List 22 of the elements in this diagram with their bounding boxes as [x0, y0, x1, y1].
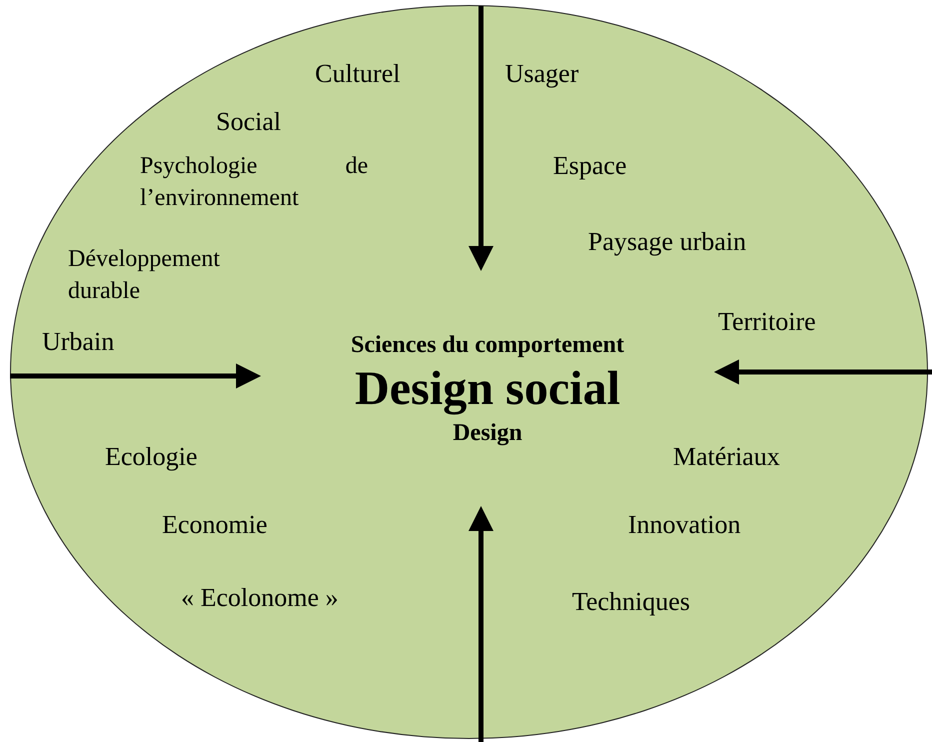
text-label: « Ecolonome »	[181, 582, 338, 614]
text-label: Urbain	[42, 326, 114, 358]
arrow	[714, 360, 932, 384]
text-label: Social	[216, 106, 281, 138]
text-label: Usager	[505, 58, 579, 90]
arrow	[10, 364, 261, 388]
text-label: Paysage urbain	[588, 226, 746, 258]
text-label: Culturel	[315, 58, 400, 90]
text-label: Matériaux	[673, 441, 780, 473]
arrow	[468, 506, 494, 742]
text-label: Economie	[162, 509, 268, 541]
subheading: Sciences du comportement	[350, 330, 624, 360]
text-label: Territoire	[718, 306, 816, 338]
text-label: Innovation	[628, 509, 741, 541]
text-label: Techniques	[572, 586, 690, 618]
text-label: Psychologie de l’environnement	[140, 152, 368, 213]
main-title: Design social	[354, 360, 620, 416]
text-label: Ecologie	[105, 441, 198, 473]
text-label: Développement durable	[68, 245, 221, 306]
text-label: Espace	[553, 150, 627, 182]
subheading: Design	[452, 418, 522, 448]
arrow	[468, 6, 494, 271]
